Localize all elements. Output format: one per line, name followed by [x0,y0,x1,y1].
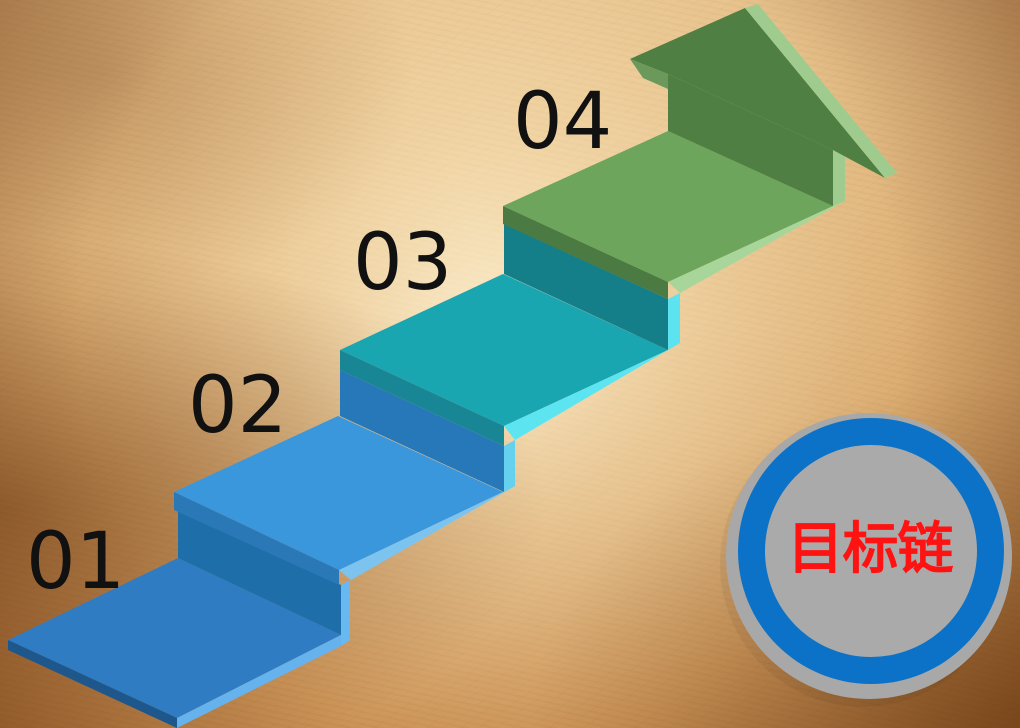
step-02-top [174,416,503,570]
step-03-side [340,350,504,446]
step-03-right-face [504,343,680,440]
target-chain-badge-inner [765,445,977,657]
step-01-top [8,558,341,718]
step-01-side [8,640,177,728]
step-04-right-face [668,201,845,293]
step-03-label: 03 [353,218,453,308]
riser-01-02-front [178,510,341,635]
riser-01-02-right [341,580,350,646]
step-02-right-face [339,486,515,580]
riser-03-04-right [668,293,680,350]
arrow-shaft-front [668,74,833,206]
step-01-right-face [177,635,341,728]
step-04-side [503,206,668,299]
arrow-head-right-face [745,4,897,178]
arrow-head-main [630,8,885,178]
riser-02-03-right [504,440,515,492]
target-chain-badge-text: 目标链 [787,517,954,582]
step-04-label: 04 [513,77,613,167]
arrow-shaft-right [833,144,845,206]
riser-03-04-front [504,224,668,350]
step-02-side [174,492,339,585]
riser-02-03-front [340,370,504,492]
step-04-top [503,131,833,282]
arrow-head-left-face [630,59,668,89]
step-02-label: 02 [188,361,288,451]
step-01-label: 01 [26,517,126,607]
